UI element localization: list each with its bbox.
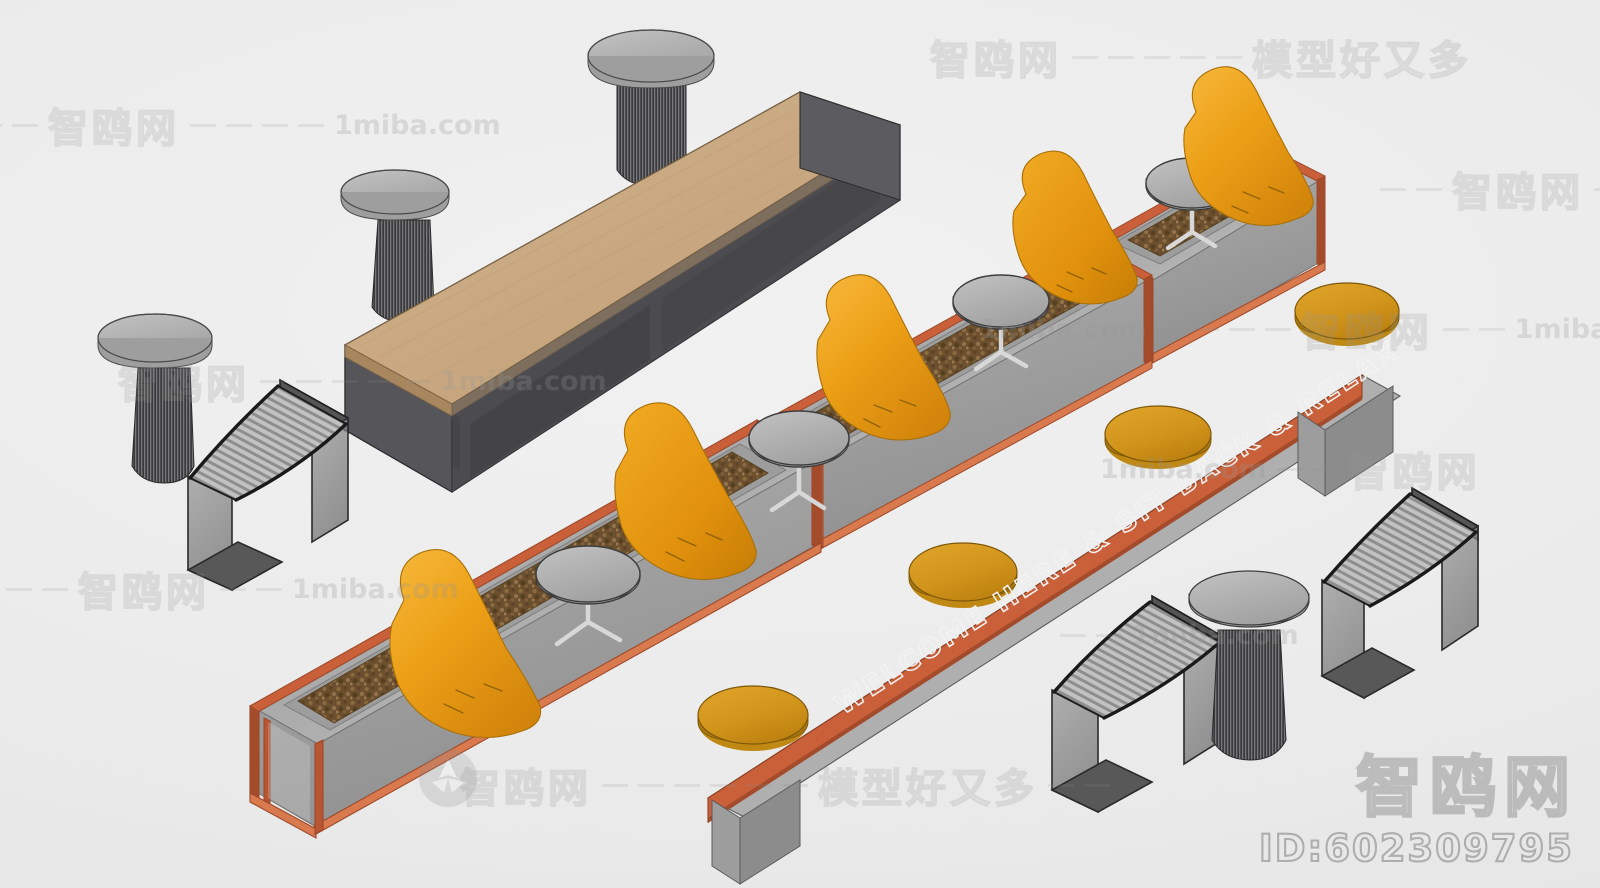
brand-watermark: 智鸥网 [1355, 748, 1578, 828]
cone-table-group-topleft[interactable] [97, 29, 715, 484]
disc-seat-3[interactable] [1104, 405, 1212, 469]
disc-seat-4[interactable] [1294, 282, 1400, 346]
shell-chair-2[interactable] [614, 402, 757, 580]
round-side-table-3[interactable] [952, 274, 1050, 372]
round-side-table-2[interactable] [748, 410, 850, 513]
shell-chair-group[interactable] [389, 66, 1314, 738]
shell-chair-3[interactable] [816, 274, 951, 441]
ribbed-stool-group[interactable] [186, 378, 1479, 814]
ribbed-stool-1[interactable] [186, 378, 349, 592]
cone-table-4[interactable] [1188, 570, 1310, 761]
console-bench[interactable] [343, 91, 902, 494]
round-side-table-group[interactable] [535, 157, 1239, 647]
disc-seat-1[interactable] [697, 685, 809, 751]
ribbed-stool-2[interactable] [1050, 594, 1223, 814]
model-id-watermark: ID:602309795 [1258, 826, 1574, 871]
bench-leg-2 [1297, 385, 1394, 497]
cone-table-1[interactable] [587, 29, 715, 187]
round-side-table-1[interactable] [535, 545, 641, 647]
bench-leg-1 [711, 779, 801, 885]
shell-chair-4[interactable] [1012, 150, 1138, 305]
site-logo-icon [419, 749, 477, 807]
disc-seat-2[interactable] [908, 542, 1018, 608]
shell-chair-1[interactable] [389, 549, 542, 738]
cone-table-2[interactable] [340, 169, 450, 323]
shell-chair-5[interactable] [1183, 66, 1314, 226]
ribbed-stool-3[interactable] [1320, 486, 1479, 700]
cone-table-3[interactable] [97, 313, 213, 484]
